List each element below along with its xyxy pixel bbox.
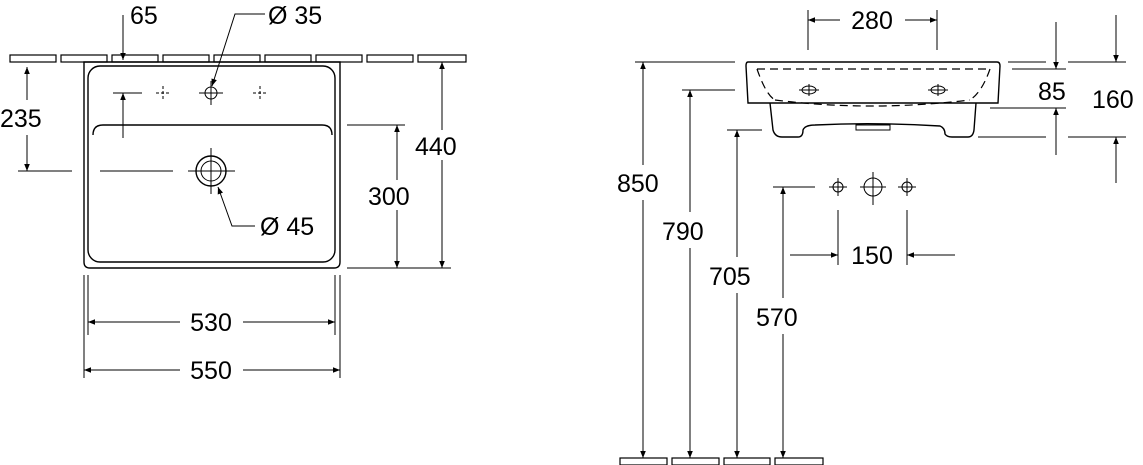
dim-tap-offset: 65	[130, 2, 158, 30]
dim-outer-width: 550	[190, 357, 232, 385]
dim-supply-floor: 570	[756, 304, 798, 332]
top-view: 65 Ø 35 235 Ø 45 300 440 530 550	[0, 2, 467, 385]
dim-rim-floor: 850	[617, 170, 659, 198]
basin-side-profile	[745, 61, 1001, 138]
dim-inner-width: 530	[190, 309, 232, 337]
dim-tap-hole: Ø 35	[268, 2, 322, 30]
dim-drain-from-wall: 235	[0, 105, 42, 133]
dim-pedestal-width: 280	[851, 7, 893, 35]
dim-basin-depth-outer: 440	[415, 133, 457, 161]
floor-strip	[619, 457, 824, 465]
tap-holes	[156, 81, 267, 105]
dim-rim-height: 85	[1038, 78, 1066, 106]
dim-total-height: 160	[1092, 86, 1134, 114]
dim-supply-spacing: 150	[851, 242, 893, 270]
supply-connections	[829, 172, 916, 205]
dim-drain-hole: Ø 45	[260, 213, 314, 241]
drain	[188, 148, 235, 194]
side-view: 280 85 160 850 790 705 570 150	[617, 7, 1134, 465]
wall-strip	[9, 54, 467, 63]
dim-bowl-floor: 790	[662, 218, 704, 246]
dim-basin-depth-inner: 300	[368, 183, 410, 211]
basin-outline	[83, 61, 341, 269]
dim-pedestal-floor: 705	[709, 263, 751, 291]
